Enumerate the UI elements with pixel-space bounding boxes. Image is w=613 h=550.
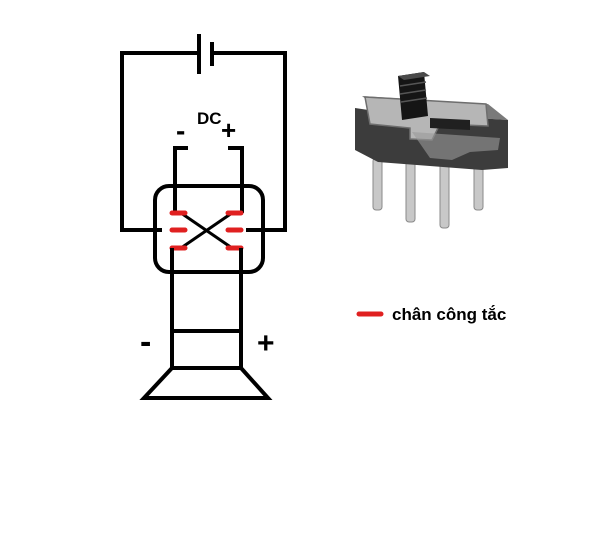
- speaker-icon: [139, 329, 273, 400]
- load-plus-label: +: [257, 327, 275, 360]
- battery-loop-wire: [120, 51, 287, 232]
- load-wires: [170, 248, 243, 368]
- legend-text: chân công tắc: [392, 305, 506, 324]
- switch-pins: [169, 210, 244, 251]
- slide-switch-pins: [372, 157, 484, 229]
- slide-switch-image: [355, 72, 508, 229]
- legend: chân công tắc: [356, 305, 506, 324]
- dc-input-wires: [173, 146, 244, 213]
- dc-label: DC: [197, 109, 222, 128]
- dc-plus-label: +: [221, 115, 236, 145]
- switch-cross-wires: [180, 211, 233, 250]
- load-minus-label: -: [140, 323, 151, 361]
- dc-minus-label: -: [176, 115, 185, 146]
- battery-circuit: [120, 34, 287, 232]
- switch-outline: [153, 184, 265, 274]
